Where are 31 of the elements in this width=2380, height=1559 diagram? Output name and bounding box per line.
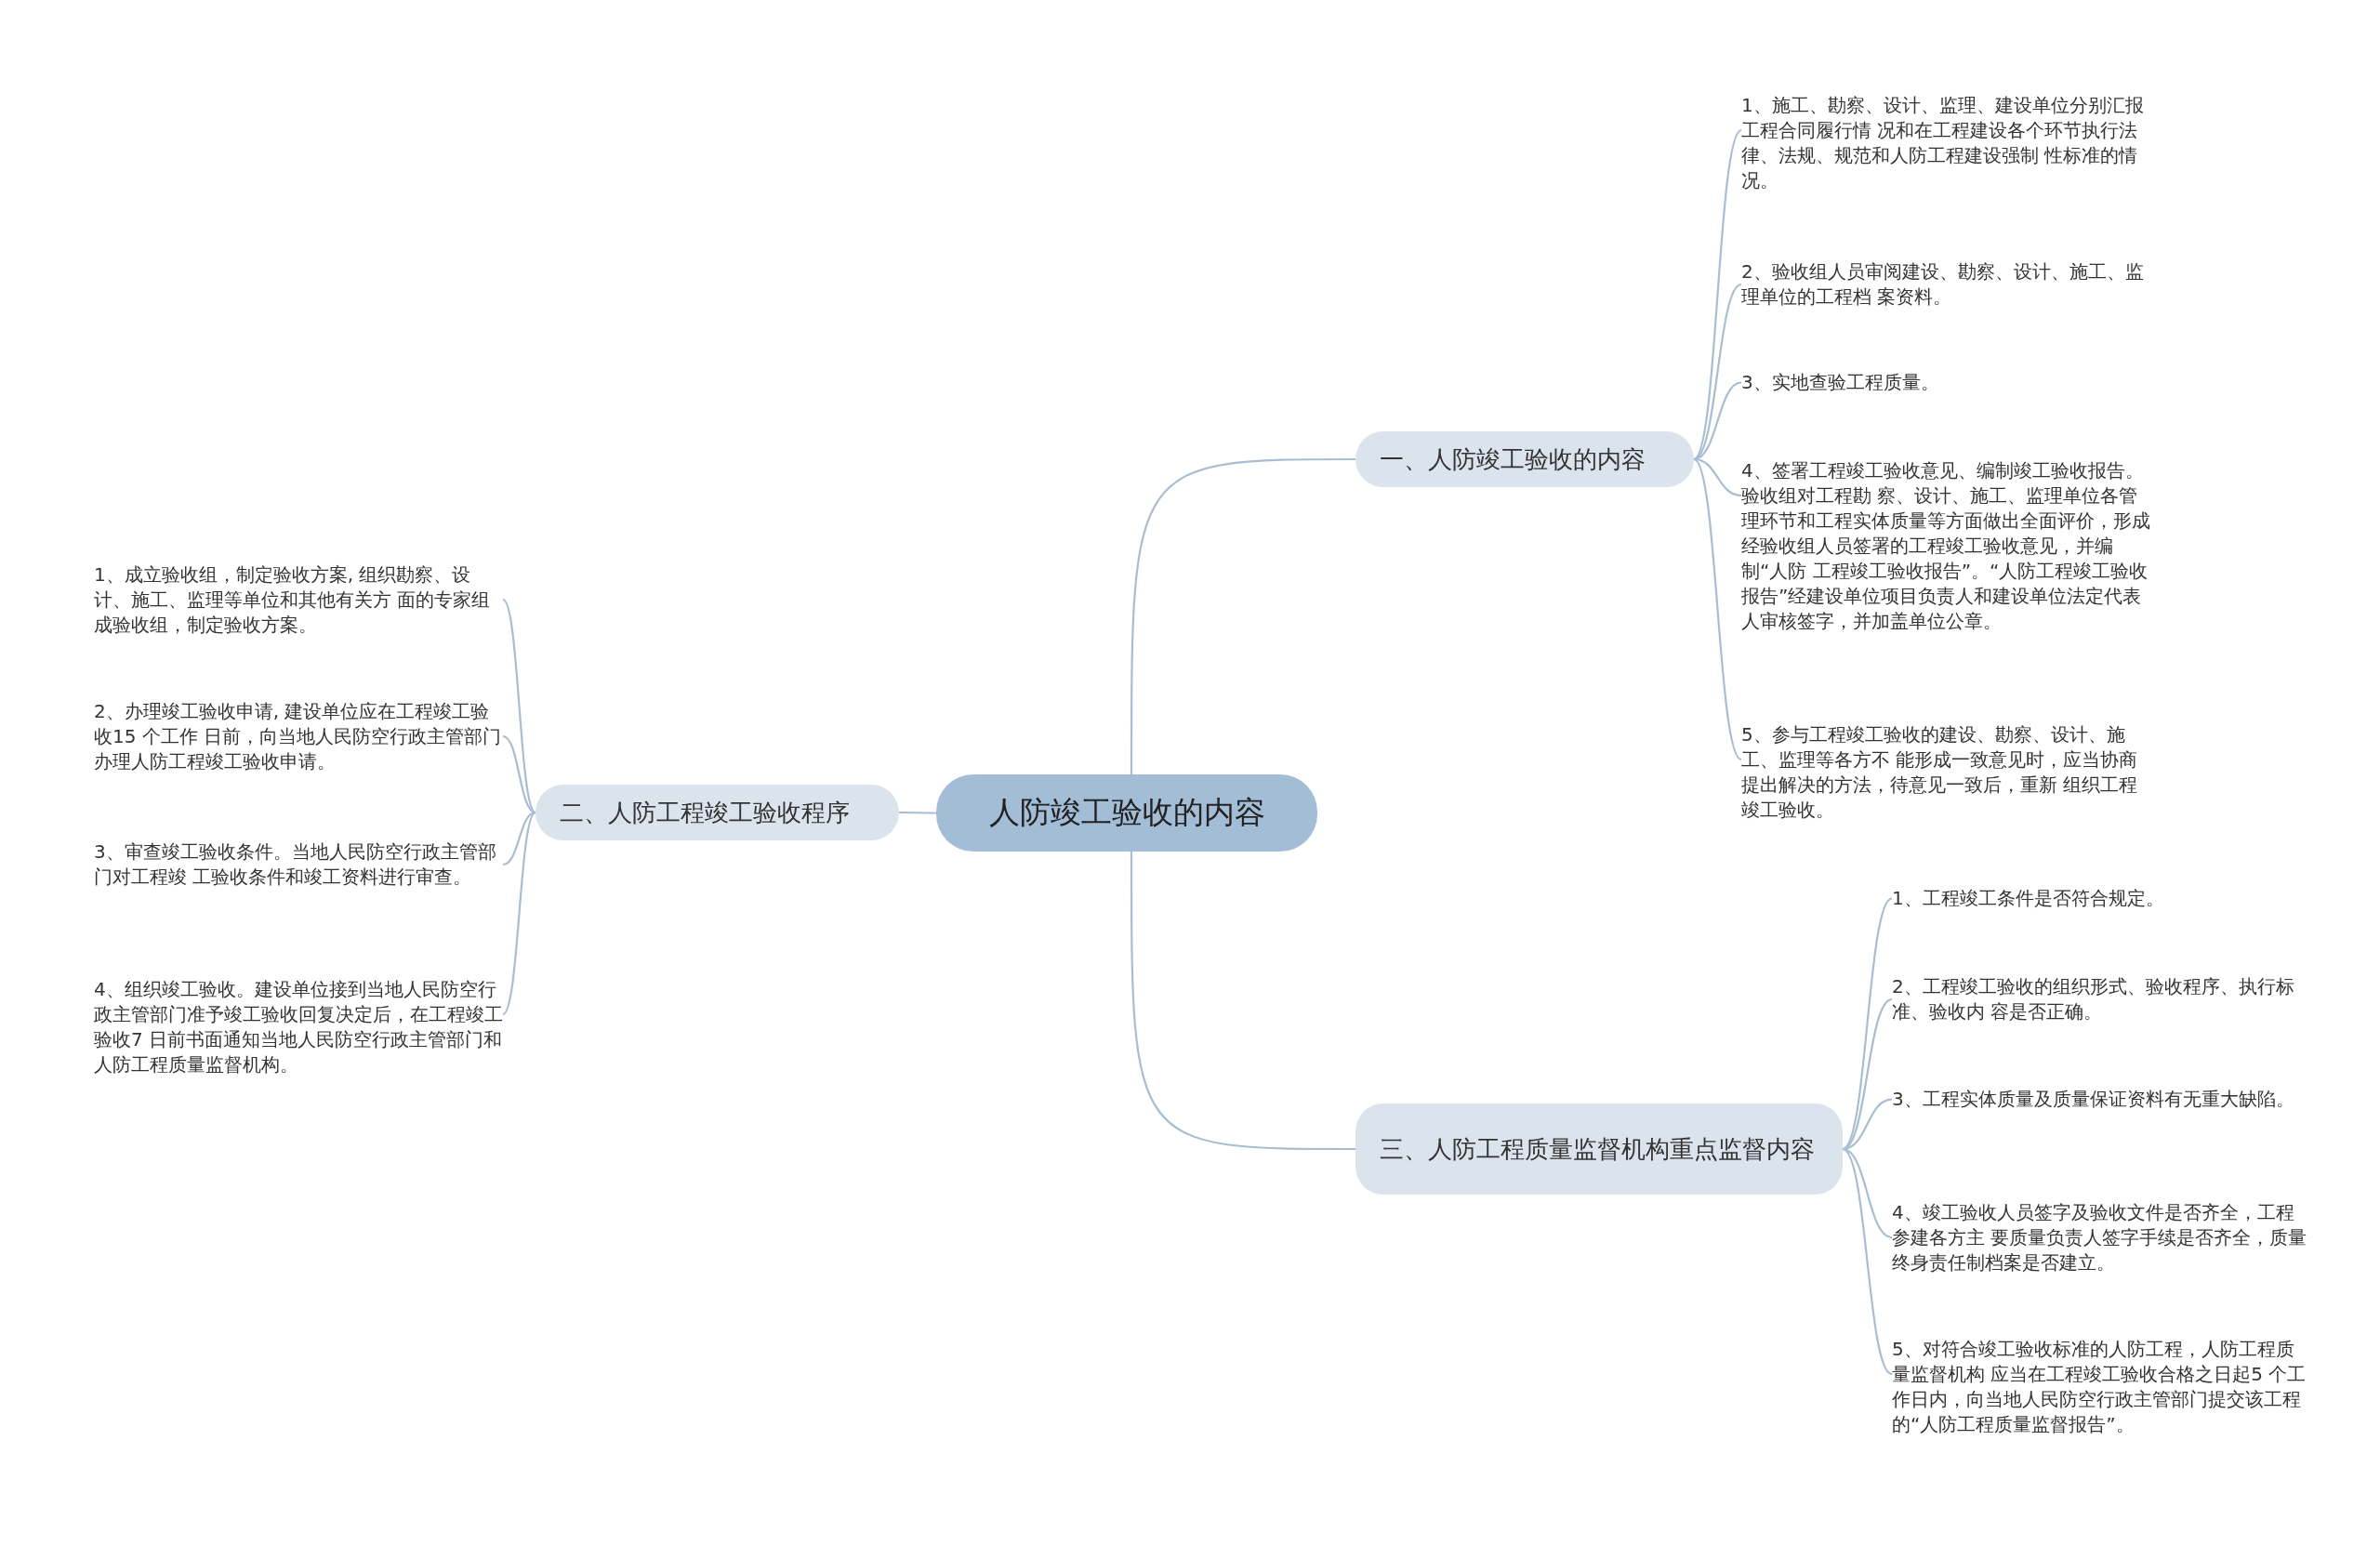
connector-line (899, 811, 936, 814)
connector-line (502, 734, 536, 814)
connector-line (1842, 1148, 1893, 1375)
leaf-text: 1、工程竣工条件是否符合规定。 (1892, 886, 2310, 911)
leaf-text: 2、工程竣工验收的组织形式、验收程序、执行标准、验收内 容是否正确。 (1892, 974, 2310, 1024)
connector-line (1693, 129, 1742, 460)
connector-line (1842, 998, 1893, 1150)
leaf-text: 4、竣工验收人员签字及验收文件是否齐全，工程参建各方主 要质量负责人签字手续是否齐全，质量终身责任制档案是否建立。 (1892, 1200, 2310, 1275)
leaf-text: 4、组织竣工验收。建设单位接到当地人民防空行政主管部门准予竣工验收回复决定后，在工程竣工验收7 日前书面通知当地人民防空行政主管部门和人防工程质量监督机构。 (94, 977, 503, 1077)
branch-topic: 三、人防工程质量监督机构重点监督内容 (1355, 1103, 1843, 1195)
leaf-text: 5、参与工程竣工验收的建设、勘察、设计、施工、监理等各方不 能形成一致意见时，应当协商提出解决的方法，待意见一致后，重新 组织工程竣工验收。 (1741, 722, 2150, 823)
connector-line (502, 811, 536, 866)
leaf-text: 3、实地查验工程质量。 (1741, 370, 2150, 395)
leaf-text: 3、工程实体质量及质量保证资料有无重大缺陷。 (1892, 1087, 2310, 1112)
leaf-text: 2、办理竣工验收申请, 建设单位应在工程竣工验收15 个工作 日前，向当地人民防空行政主管部门办理人防工程竣工验收申请。 (94, 699, 503, 774)
leaf-text: 5、对符合竣工验收标准的人防工程，人防工程质量监督机构 应当在工程竣工验收合格之日起5 个工作日内，向当地人民防空行政主管部门提交该工程的“人防工程质量监督报告”。 (1892, 1337, 2310, 1437)
central-topic: 人防竣工验收的内容 (936, 774, 1317, 852)
branch-topic: 二、人防工程竣工验收程序 (536, 785, 899, 840)
connector-line (1842, 1147, 1893, 1239)
connector-line (1130, 852, 1355, 1151)
connector-line (1130, 457, 1355, 774)
connector-line (502, 812, 536, 1015)
leaf-text: 3、审查竣工验收条件。当地人民防空行政主管部门对工程竣 工验收条件和竣工资料进行审查。 (94, 839, 503, 890)
connector-line (1842, 897, 1893, 1150)
connector-line (502, 599, 536, 813)
branch-topic: 一、人防竣工验收的内容 (1355, 431, 1694, 487)
leaf-text: 4、签署工程竣工验收意见、编制竣工验收报告。验收组对工程勘 察、设计、施工、监理单位各管理环节和工程实体质量等方面做出全面评价，形成经验收组人员签署的工程竣工验收意见，并编制“人防 工程竣工验收报告”。“人防工程竣工验收报告”经建设单位项目负责人和建设单位法定代表人审核签字，并加盖单位公章。 (1741, 458, 2150, 634)
leaf-text: 2、验收组人员审阅建设、勘察、设计、施工、监理单位的工程档 案资料。 (1741, 259, 2150, 310)
connector-line (1693, 458, 1742, 760)
leaf-text: 1、成立验收组，制定验收方案, 组织勘察、设计、施工、监理等单位和其他有关方 面的专家组成验收组，制定验收方案。 (94, 562, 503, 638)
leaf-text: 1、施工、勘察、设计、监理、建设单位分别汇报工程合同履行情 况和在工程建设各个环节执行法律、法规、规范和人防工程建设强制 性标准的情况。 (1741, 93, 2150, 193)
